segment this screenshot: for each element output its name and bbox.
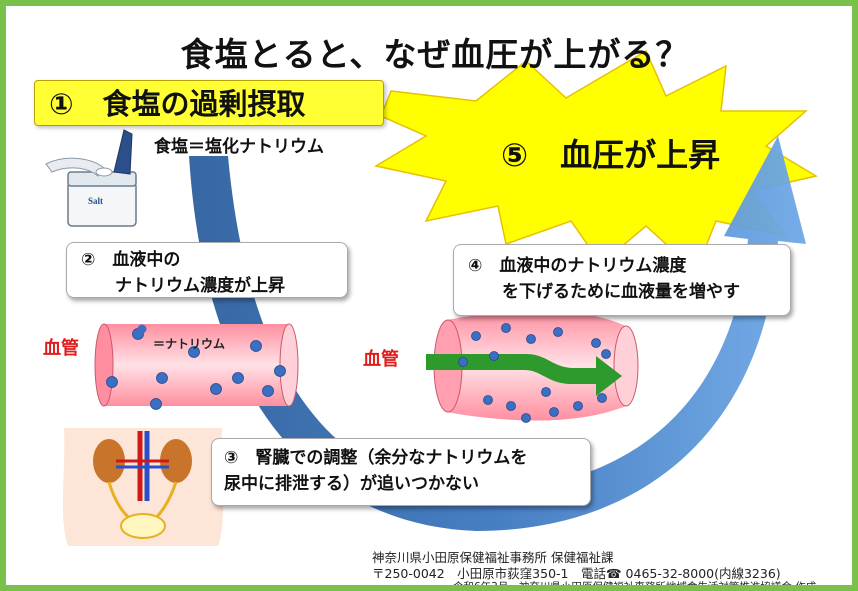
sodium-dot [501,323,511,333]
sodium-dot [483,395,493,405]
kidney-illustration [62,428,224,546]
sodium-dot [601,349,611,359]
salt-container-illustration [45,129,137,227]
step-3-line-2: 尿中に排泄する）が追いつかない [224,474,479,494]
page-title: 食塩とると、なぜ血圧が上がる？ [180,35,690,74]
sodium-dot [232,372,244,384]
salt-label-text: Salt [88,196,104,206]
sodium-dot [591,338,601,348]
step-4-blood-volume: ④ 血液中のナトリウム濃度 を下げるために血液量を増やす [453,244,791,316]
sodium-legend: ＝ナトリウム [153,337,226,351]
sodium-dot [521,413,531,423]
sodium-dot [458,357,468,367]
sodium-dot [526,334,536,344]
illustration-layer [45,49,818,546]
step-2-line-2: ナトリウム濃度が上昇 [81,276,285,296]
footer-address: 〒250-0042 小田原市荻窪350-1 電話☎ 0465-32-8000(内… [372,566,781,581]
sodium-dot [549,407,559,417]
footer-credit: 令和6年3月 神奈川県小田原保健福祉事務所地域食生活対策推進協議会 作成 [453,581,817,591]
step-1-salt-intake: ① 食塩の過剰摂取 [34,80,384,126]
sodium-dot [553,327,563,337]
sodium-dot [262,385,274,397]
sodium-dot [541,387,551,397]
step-3-line-1: ③ 腎臓での調整（余分なナトリウムを [224,448,528,468]
vessel-label-2: 血管 [363,349,399,370]
step-3-kidney-adjustment: ③ 腎臓での調整（余分なナトリウムを 尿中に排泄する）が追いつかない [211,438,591,506]
vessel-label-1: 血管 [43,338,79,359]
sodium-dots-vessel-2 [458,323,611,423]
sodium-dot [506,401,516,411]
step-4-line-1: ④ 血液中のナトリウム濃度 [468,256,687,276]
sodium-dot [573,401,583,411]
step-2-sodium-rise: ② 血液中の ナトリウム濃度が上昇 [66,242,348,298]
salt-definition-note: 食塩＝塩化ナトリウム [154,137,324,157]
sodium-dot [250,340,262,352]
sodium-dot [188,346,200,358]
step-2-line-1: ② 血液中の [81,250,181,270]
step-4-line-2: を下げるために血液量を増やす [468,282,740,302]
sodium-dot [106,376,118,388]
sodium-dot [471,331,481,341]
sodium-dot [150,398,162,410]
sodium-dot [597,393,607,403]
footer-office: 神奈川県小田原保健福祉事務所 保健福祉課 [372,550,614,565]
sodium-dot [274,365,286,377]
sodium-dots-vessel-1 [106,324,286,410]
sodium-dot [156,372,168,384]
blood-flow-arrow [426,354,622,396]
sodium-dot [489,351,499,361]
sodium-dot [210,383,222,395]
sodium-legend-dot [137,324,147,334]
step-5-blood-pressure-rise: ⑤ 血圧が上昇 [501,136,721,174]
